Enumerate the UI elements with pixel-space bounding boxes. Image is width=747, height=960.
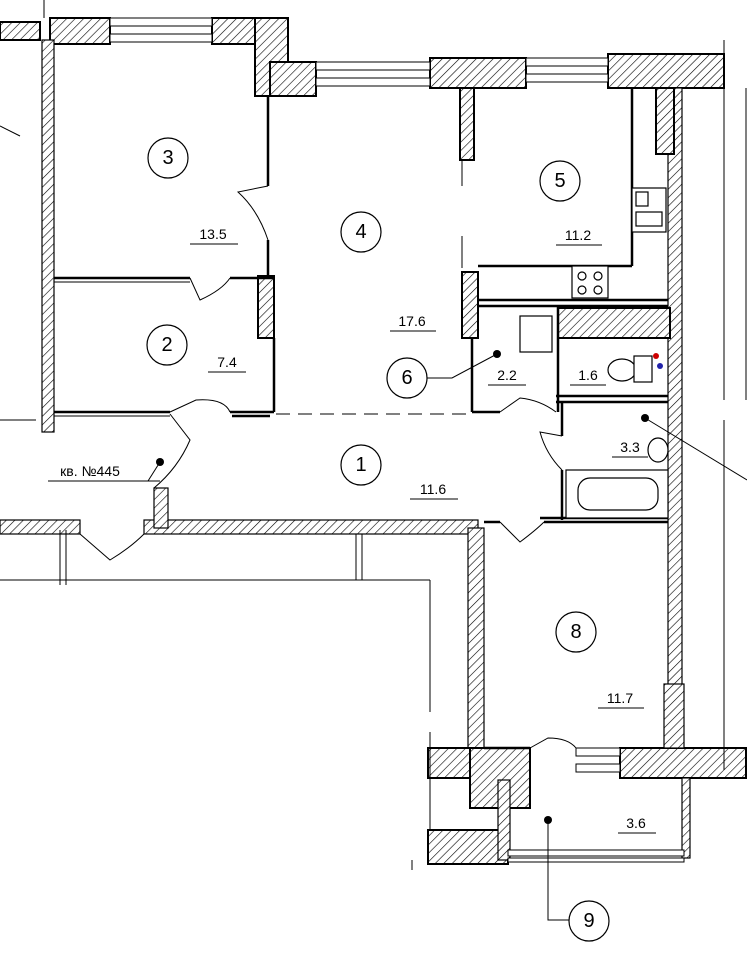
area-room-9: 3.6 — [626, 815, 646, 831]
room-6-number: 6 — [401, 367, 412, 389]
room-1-marker — [340, 444, 382, 486]
room-markers: 3 2 4 5 1 8 6 9 — [146, 137, 610, 942]
area-room-3: 13.5 — [199, 226, 226, 242]
room-3-marker — [147, 137, 189, 179]
area-room-7: 1.6 — [578, 367, 598, 383]
area-room-1: 11.6 — [420, 481, 446, 497]
room-9-number: 9 — [583, 910, 594, 932]
room-8-marker — [555, 611, 597, 653]
partitions — [0, 0, 747, 870]
apartment-label: кв. №445 — [60, 463, 120, 479]
area-labels: 13.5 7.4 17.6 11.2 2.2 1.6 3.3 11.6 11.7… — [190, 226, 656, 834]
windows — [109, 17, 685, 863]
room-9-marker — [568, 900, 610, 942]
room-5-marker — [539, 160, 581, 202]
doors — [0, 125, 577, 749]
room-1-number: 1 — [355, 454, 366, 476]
leader-lines — [427, 350, 747, 921]
room-4-marker — [340, 211, 382, 253]
area-room-2: 7.4 — [217, 354, 237, 370]
room-5-number: 5 — [554, 170, 565, 192]
room-8-number: 8 — [570, 621, 581, 643]
room-3-number: 3 — [162, 147, 173, 169]
room-2-number: 2 — [161, 334, 172, 356]
area-room-10: 3.3 — [620, 439, 640, 455]
area-room-5: 11.2 — [565, 227, 591, 243]
apartment-marker-dot — [156, 458, 164, 466]
area-room-4: 17.6 — [398, 313, 425, 329]
fixtures — [519, 187, 669, 519]
room-4-number: 4 — [355, 221, 366, 243]
room-2-marker — [146, 324, 188, 366]
exterior-walls — [0, 17, 747, 865]
area-room-6: 2.2 — [497, 367, 517, 383]
area-room-8: 11.7 — [607, 690, 633, 706]
